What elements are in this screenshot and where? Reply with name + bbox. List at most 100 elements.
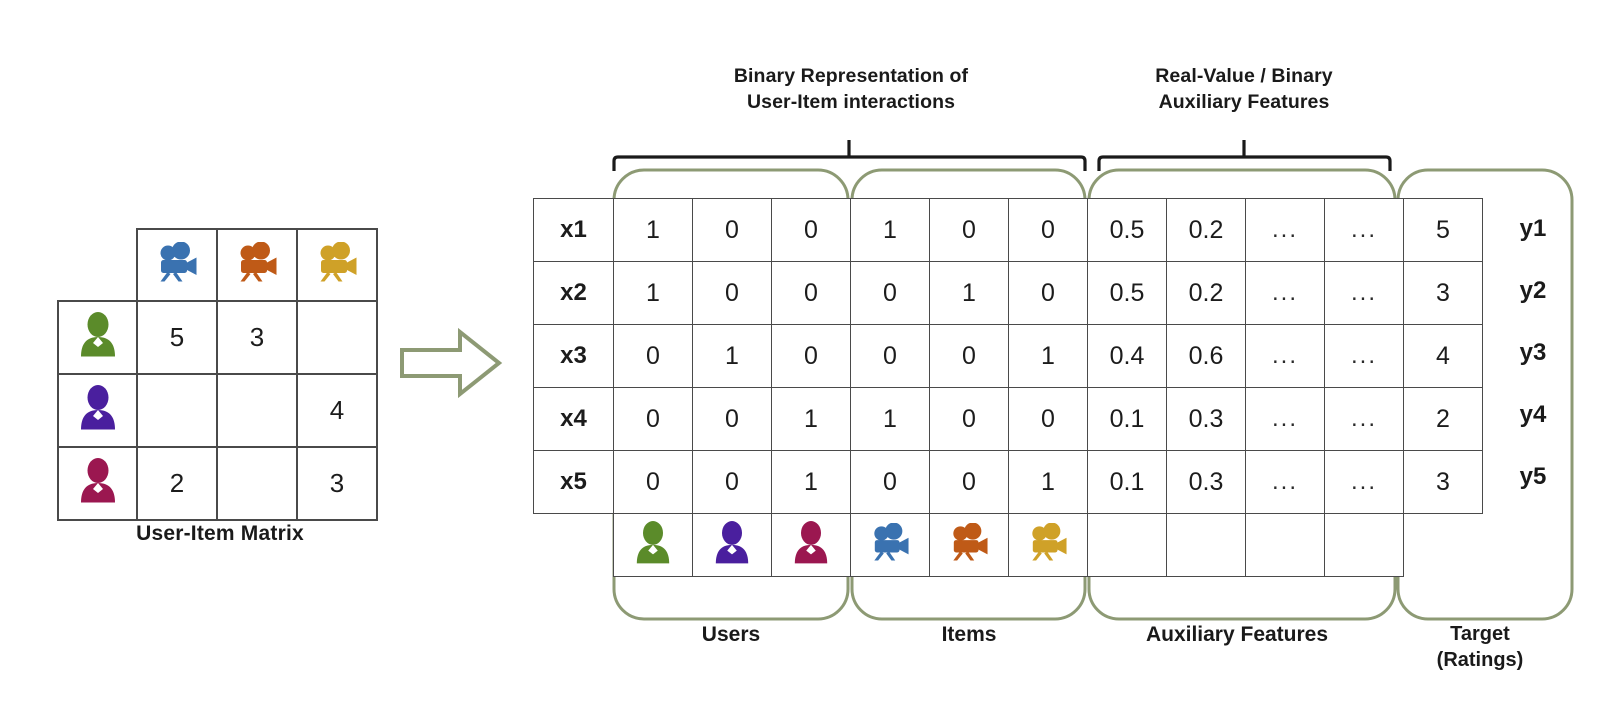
footer-icon-user-magenta [771, 513, 851, 577]
cell-user: 1 [613, 198, 693, 262]
label-binary-line2: User-Item interactions [746, 90, 956, 113]
user-item-matrix: 5 3 4 [57, 228, 378, 521]
user-purple-icon [77, 385, 119, 436]
cell-user: 0 [771, 324, 851, 388]
top-brackets [600, 140, 1400, 179]
table-row: 4 [57, 373, 378, 448]
target-label: y3 [1519, 339, 1547, 366]
camera-gold-icon [314, 241, 360, 288]
group-label-target: Target (Ratings) [1390, 622, 1570, 673]
item-header-camera-blue [136, 228, 218, 302]
cell-user: 0 [613, 324, 693, 388]
user-header-green [57, 300, 138, 375]
matrix-cell: 2 [136, 446, 218, 521]
row-label: x2 [533, 261, 614, 325]
cell-item: 0 [1008, 198, 1088, 262]
cell-user: 0 [771, 198, 851, 262]
label-aux-line1: Real-Value / Binary [1155, 65, 1333, 87]
label-aux-line2: Auxiliary Features [1158, 90, 1330, 113]
item-header-camera-orange [216, 228, 298, 302]
table-row: 5 3 [57, 300, 378, 375]
footer-icon-user-purple [692, 513, 772, 577]
cell-aux: 0.1 [1087, 387, 1167, 451]
footer-icon-camera-blue [850, 513, 930, 577]
matrix-cell [216, 446, 298, 521]
label-binary-line1: Binary Representation of [733, 65, 969, 87]
cell-aux: 0.5 [1087, 198, 1167, 262]
group-label-target-line2: (Ratings) [1436, 648, 1524, 671]
cell-item: 0 [850, 261, 930, 325]
camera-gold-icon [1026, 522, 1070, 568]
cell-aux: ... [1245, 324, 1325, 388]
camera-orange-icon [234, 241, 280, 288]
cell-aux: 0.2 [1166, 198, 1246, 262]
cell-aux: ... [1324, 261, 1404, 325]
cell-item: 0 [1008, 261, 1088, 325]
cell-aux: 0.6 [1166, 324, 1246, 388]
footer-empty-aux-cell [1166, 513, 1246, 577]
footer-icon-camera-gold [1008, 513, 1088, 577]
matrix-cell [136, 373, 218, 448]
corner-blank-cell [58, 229, 137, 301]
cell-aux: 0.1 [1087, 450, 1167, 514]
user-header-purple [57, 373, 138, 448]
matrix-cell: 3 [216, 300, 298, 375]
feature-matrix-table: x1 1 0 0 1 0 0 0.5 0.2 ... ... 5 x2 1 0 … [533, 198, 1483, 577]
cell-item: 1 [850, 198, 930, 262]
feature-table: x1 1 0 0 1 0 0 0.5 0.2 ... ... 5 x2 1 0 … [533, 198, 1483, 577]
cell-item: 0 [929, 198, 1009, 262]
matrix-cell [216, 373, 298, 448]
cell-user: 1 [771, 450, 851, 514]
cell-aux: 0.5 [1087, 261, 1167, 325]
cell-target: 4 [1403, 324, 1483, 388]
cell-item: 0 [929, 387, 1009, 451]
user-purple-icon [712, 520, 752, 571]
cell-aux: ... [1245, 198, 1325, 262]
cell-user: 0 [613, 387, 693, 451]
cell-user: 1 [771, 387, 851, 451]
cell-user: 0 [692, 387, 772, 451]
table-row: 2 3 [57, 446, 378, 521]
user-item-matrix-caption: User-Item Matrix [136, 522, 304, 545]
cell-aux: ... [1324, 450, 1404, 514]
cell-aux: ... [1245, 450, 1325, 514]
target-label: y5 [1519, 463, 1547, 490]
cell-item: 1 [1008, 324, 1088, 388]
cell-item: 1 [1008, 450, 1088, 514]
cell-item: 0 [850, 324, 930, 388]
cell-user: 0 [613, 450, 693, 514]
user-header-magenta [57, 446, 138, 521]
cell-item: 0 [850, 450, 930, 514]
user-green-icon [633, 520, 673, 571]
item-header-camera-gold [296, 228, 378, 302]
cell-item: 0 [1008, 387, 1088, 451]
table-row: x3 0 1 0 0 0 1 0.4 0.6 ... ... 4 [533, 324, 1483, 388]
label-binary-representation: Binary Representation of User-Item inter… [608, 64, 1094, 115]
matrix-cell [296, 300, 378, 375]
matrix-cell: 4 [296, 373, 378, 448]
cell-aux: ... [1245, 261, 1325, 325]
cell-aux: 0.3 [1166, 450, 1246, 514]
row-label: x1 [533, 198, 614, 262]
cell-aux: ... [1324, 198, 1404, 262]
group-label-auxiliary: Auxiliary Features [1145, 623, 1329, 646]
cell-user: 0 [771, 261, 851, 325]
cell-item: 0 [929, 450, 1009, 514]
cell-target: 2 [1403, 387, 1483, 451]
row-label: x4 [533, 387, 614, 451]
target-label: y2 [1519, 277, 1547, 304]
table-footer-icon-row [534, 513, 1483, 577]
cell-user: 1 [613, 261, 693, 325]
table-row: x4 0 0 1 1 0 0 0.1 0.3 ... ... 2 [533, 387, 1483, 451]
row-label: x5 [533, 450, 614, 514]
group-label-users: Users [701, 623, 761, 646]
cell-user: 1 [692, 324, 772, 388]
row-label: x3 [533, 324, 614, 388]
user-magenta-icon [77, 458, 119, 509]
user-magenta-icon [791, 520, 831, 571]
table-row: x1 1 0 0 1 0 0 0.5 0.2 ... ... 5 [533, 198, 1483, 262]
cell-target: 3 [1403, 261, 1483, 325]
target-labels-column: y1 y2 y3 y4 y5 [1497, 198, 1569, 508]
cell-user: 0 [692, 261, 772, 325]
footer-empty-aux-cell [1087, 513, 1167, 577]
